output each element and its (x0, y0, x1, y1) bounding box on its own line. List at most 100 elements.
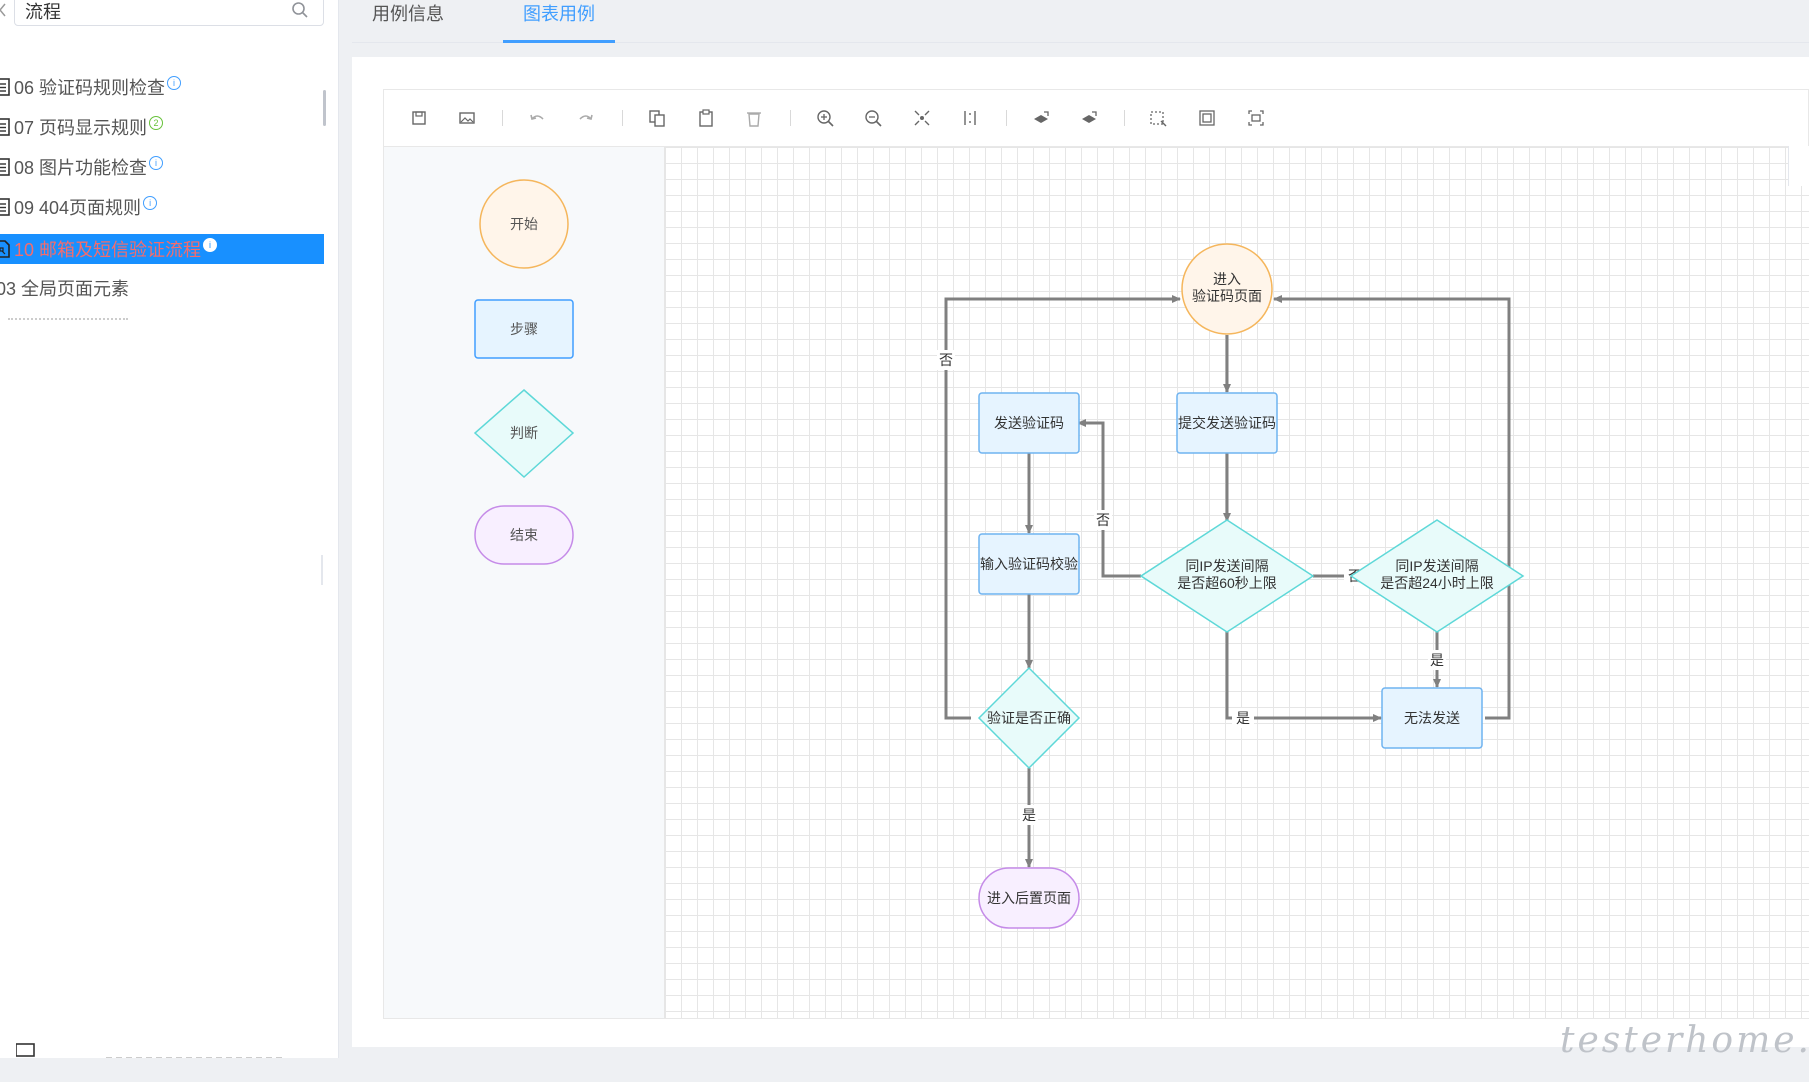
edge-label-yes: 是 (1022, 807, 1036, 823)
palette-shapes: 开始 步骤 判断 结束 (473, 179, 575, 565)
node-label: 发送验证码 (994, 415, 1064, 431)
toolbar-divider (502, 110, 503, 126)
save-icon[interactable] (408, 107, 430, 129)
editor-toolbar (384, 90, 1808, 147)
toolbar-divider (1124, 110, 1125, 126)
node-cannot-send[interactable]: 无法发送 (1381, 687, 1483, 749)
zoom-out-icon[interactable] (862, 107, 884, 129)
right-collapsed-panel[interactable] (1788, 146, 1809, 186)
tree-item-label: 10 邮箱及短信验证流程 (14, 240, 202, 260)
tree-item-image-check[interactable]: 08 图片功能检查 i (0, 153, 324, 181)
truncated-tree-item (8, 318, 128, 324)
zoom-in-icon[interactable] (814, 107, 836, 129)
tree-item-global-elements[interactable]: 03 全局页面元素 (0, 274, 324, 302)
info-badge-icon: i (167, 76, 182, 90)
flowchart-canvas[interactable]: 否 否 否 是 是 是 进入 验证码页面 (665, 147, 1809, 1018)
shape-palette: 开始 步骤 判断 结束 (384, 147, 665, 1018)
to-front-icon[interactable] (1030, 107, 1052, 129)
palette-step-label: 步骤 (510, 321, 538, 337)
image-icon[interactable] (456, 107, 478, 129)
fit-icon[interactable] (911, 107, 933, 129)
node-label-line: 是否超60秒上限 (1177, 575, 1277, 591)
edge-check60-sendcode (1077, 419, 1141, 578)
node-verify-correct[interactable]: 验证是否正确 (977, 666, 1081, 770)
tree-scrollbar-track (321, 555, 323, 585)
tree-item-404-rules[interactable]: 09 404页面规则 i (0, 193, 324, 221)
flowchart-document-icon (0, 240, 10, 258)
node-check-60s-limit[interactable]: 同IP发送间隔 是否超60秒上限 (1139, 519, 1315, 633)
tab-case-info[interactable]: 用例信息 (372, 4, 444, 24)
edge-label-yes: 是 (1236, 710, 1250, 726)
chevron-left-icon[interactable] (0, 2, 6, 18)
node-check-24h-limit[interactable]: 同IP发送间隔 是否超24小时上限 (1349, 519, 1525, 633)
ungroup-icon[interactable] (1245, 107, 1267, 129)
edge-verify-enter (944, 295, 1181, 720)
palette-end-shape[interactable]: 结束 (474, 505, 574, 565)
node-label-line: 同IP发送间隔 (1395, 558, 1478, 574)
redo-icon[interactable] (575, 107, 597, 129)
edge-label-no: 否 (1096, 512, 1110, 528)
node-enter-captcha-page[interactable]: 进入 验证码页面 (1181, 243, 1273, 335)
tree-search-box[interactable] (14, 0, 324, 26)
node-input-code-check[interactable]: 输入验证码校验 (978, 533, 1080, 595)
tree-item-label: 07 页码显示规则 (14, 118, 148, 138)
toolbar-divider (790, 110, 791, 126)
edge-label-yes: 是 (1430, 652, 1444, 668)
delete-icon[interactable] (743, 107, 765, 129)
node-label: 无法发送 (1404, 710, 1460, 726)
tree-search-input[interactable] (23, 0, 287, 23)
tree-item-label: 08 图片功能检查 (14, 158, 148, 178)
node-label-line: 验证码页面 (1192, 288, 1262, 304)
node-label-line: 进入 (1213, 271, 1241, 287)
info-badge-icon: i (149, 156, 164, 170)
flowchart-editor: 开始 步骤 判断 结束 (383, 89, 1809, 1019)
info-badge-icon: i (203, 238, 218, 252)
undo-icon[interactable] (526, 107, 548, 129)
group-icon[interactable] (1196, 107, 1218, 129)
count-badge-icon: 2 (149, 116, 164, 130)
palette-start-shape[interactable]: 开始 (479, 179, 569, 269)
palette-decision-shape[interactable]: 判断 (473, 389, 575, 479)
node-label: 输入验证码校验 (980, 556, 1078, 572)
watermark: testerhome.com (1560, 1020, 1809, 1061)
tree-item-email-sms-flow[interactable]: 10 邮箱及短信验证流程 i (0, 234, 324, 264)
node-label-line: 同IP发送间隔 (1185, 558, 1268, 574)
toolbar-divider (622, 110, 623, 126)
node-label: 提交发送验证码 (1178, 415, 1276, 431)
tab-chart-case[interactable]: 图表用例 (503, 0, 615, 43)
edge-cannot-enter (1273, 295, 1511, 720)
tree-scrollbar[interactable] (323, 90, 326, 126)
edge-check60-cannot (1225, 632, 1382, 722)
select-all-icon[interactable] (1147, 107, 1169, 129)
palette-step-shape[interactable]: 步骤 (474, 299, 574, 359)
copy-icon[interactable] (646, 107, 668, 129)
palette-decision-label: 判断 (510, 425, 538, 441)
node-label: 验证是否正确 (987, 710, 1071, 726)
palette-start-label: 开始 (510, 216, 538, 232)
document-icon (0, 158, 10, 176)
node-enter-next-page[interactable]: 进入后置页面 (978, 867, 1080, 929)
tree-item-label: 06 验证码规则检查 (14, 78, 166, 98)
node-label: 进入后置页面 (987, 890, 1071, 906)
to-back-icon[interactable] (1078, 107, 1100, 129)
tree-item-pagination-rules[interactable]: 07 页码显示规则 2 (0, 113, 324, 141)
palette-end-label: 结束 (510, 527, 538, 543)
tree-item-label: 03 全局页面元素 (0, 279, 130, 299)
document-icon (0, 78, 10, 96)
actual-size-icon[interactable] (959, 107, 981, 129)
flowchart-diagram: 否 否 否 是 是 是 进入 验证码页面 (937, 243, 1525, 929)
search-icon[interactable] (291, 1, 309, 19)
node-label-line: 是否超24小时上限 (1380, 575, 1494, 591)
tree-item-label: 09 404页面规则 (14, 198, 142, 218)
node-submit-send-code[interactable]: 提交发送验证码 (1176, 392, 1278, 454)
info-badge-icon: i (143, 196, 158, 210)
case-tabs: 用例信息 图表用例 (352, 0, 1809, 43)
collapsed-footer-row (16, 1043, 286, 1058)
edge-label-no: 否 (939, 352, 953, 368)
document-icon (0, 198, 10, 216)
node-send-code[interactable]: 发送验证码 (978, 392, 1080, 454)
tree-item-captcha-rules[interactable]: 06 验证码规则检查 i (0, 73, 324, 101)
paste-icon[interactable] (695, 107, 717, 129)
document-icon (0, 118, 10, 136)
case-tree-panel: 06 验证码规则检查 i 07 页码显示规则 2 08 图片功能检查 i 09 … (0, 0, 339, 1058)
